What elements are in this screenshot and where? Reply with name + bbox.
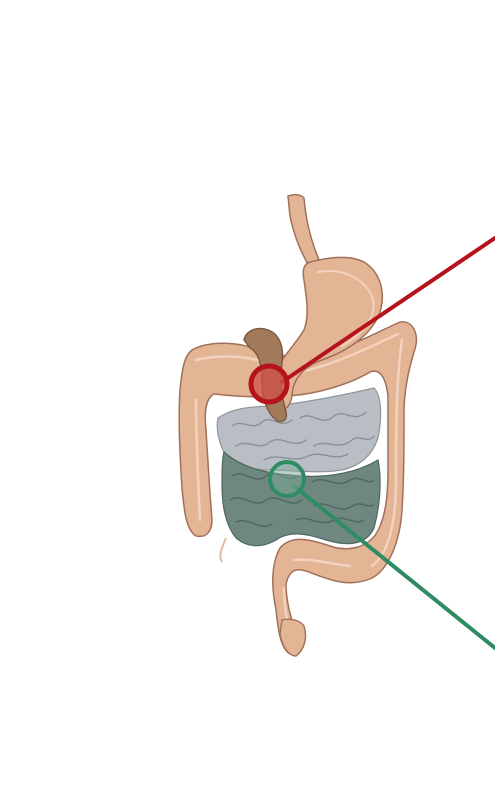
left-arm-inner [83, 642, 96, 690]
rectum [280, 619, 306, 656]
torso-left [108, 262, 152, 700]
right-leg-inner [300, 730, 316, 808]
left-body-contour [26, 12, 268, 665]
right-arm-outer [460, 270, 487, 700]
red-pointer [251, 238, 495, 402]
hand-left [98, 616, 106, 664]
green-pointer-circle [270, 462, 304, 496]
left-leg [112, 702, 124, 808]
red-pointer-circle [251, 366, 287, 402]
appendix [220, 538, 226, 562]
right-hip [430, 690, 462, 740]
organs [179, 195, 416, 656]
